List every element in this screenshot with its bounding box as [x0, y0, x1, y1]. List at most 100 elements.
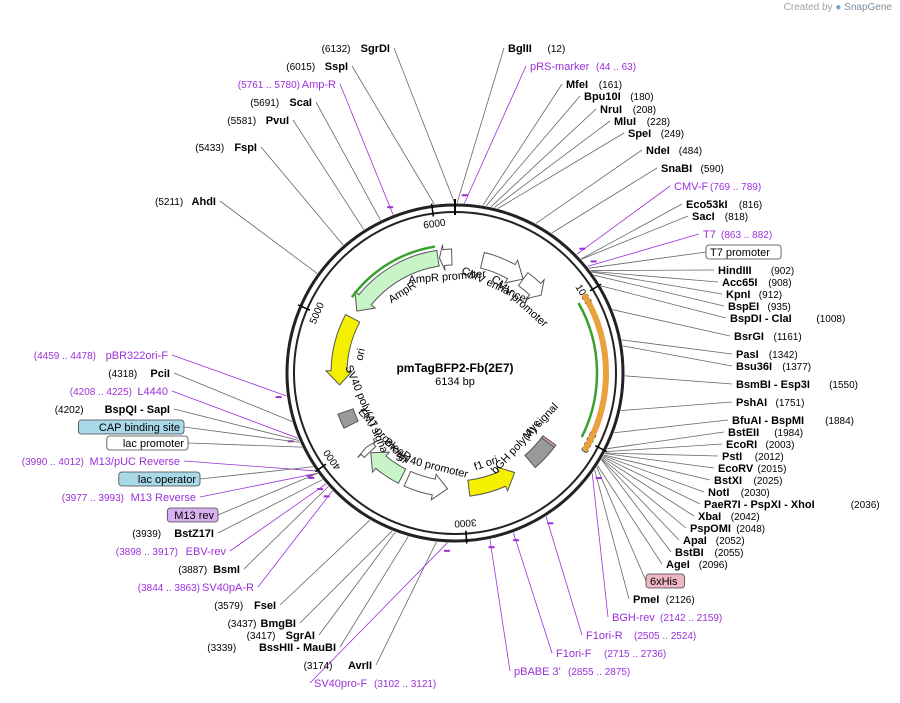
site-label-cap-binding-site[interactable]: CAP binding site [78, 419, 185, 435]
site-label-psti[interactable]: PstI(2012) [722, 451, 784, 463]
label-coord: (1008) [816, 314, 845, 325]
site-label-sv40pro-f[interactable]: SV40pro-F(3102 .. 3121) [314, 678, 436, 690]
label-coord: (3844 .. 3863) [138, 583, 200, 594]
site-label-apai[interactable]: ApaI(2052) [683, 535, 745, 547]
feature-ampr[interactable] [354, 249, 440, 312]
site-label-mlui[interactable]: MluI(228) [614, 116, 670, 128]
site-label-bspqi-sapi[interactable]: BspQI - SapI(4202) [55, 404, 170, 416]
site-label-t7[interactable]: T7(863 .. 882) [703, 229, 772, 241]
site-label-bstbi[interactable]: BstBI(2055) [675, 547, 743, 559]
site-label-bsteii[interactable]: BstEII(1984) [728, 427, 803, 439]
site-label-bspei[interactable]: BspEI(935) [728, 301, 791, 313]
feature-sv40-poly-a-signal[interactable] [337, 408, 359, 429]
site-label-mfei[interactable]: MfeI(161) [566, 79, 622, 91]
site-label-scai[interactable]: ScaI(5691) [250, 97, 312, 109]
site-label-m13-rev[interactable]: M13 rev [166, 507, 219, 523]
site-label-prs-marker[interactable]: pRS-marker(44 .. 63) [530, 61, 636, 73]
site-label-spei[interactable]: SpeI(249) [628, 128, 684, 140]
leader-line [600, 459, 672, 553]
site-label-f1ori-f[interactable]: F1ori-F(2715 .. 2736) [556, 648, 666, 660]
site-label-hindiii[interactable]: HindIII(902) [718, 265, 794, 277]
feature-em7-promoter[interactable] [357, 440, 378, 459]
site-label-f1ori-r[interactable]: F1ori-R(2505 .. 2524) [586, 630, 696, 642]
site-label-pmei[interactable]: PmeI(2126) [633, 594, 695, 606]
site-label-xbai[interactable]: XbaI(2042) [698, 511, 760, 523]
site-label-pbr322ori-f[interactable]: pBR322ori-F(4459 .. 4478) [34, 350, 169, 362]
site-label-bsshii-maubi[interactable]: BssHII - MauBI(3339) [207, 642, 336, 654]
orf-band-arc [581, 292, 609, 453]
site-label-pspomi[interactable]: PspOMI(2048) [690, 523, 765, 535]
label-coord: (2142 .. 2159) [660, 613, 722, 624]
label-coord: (3339) [207, 643, 236, 654]
site-label-ndei[interactable]: NdeI(484) [646, 145, 702, 157]
site-label-sgrai[interactable]: SgrAI(3417) [247, 630, 315, 642]
feature-bgh-poly-a-signal[interactable] [524, 436, 556, 469]
site-label-sspi[interactable]: SspI(6015) [286, 61, 348, 73]
feature-ori[interactable] [324, 313, 361, 386]
feature-sv40-promoter[interactable] [403, 470, 449, 501]
site-label-pshai[interactable]: PshAI(1751) [736, 397, 804, 409]
site-label-bsrgi[interactable]: BsrGI(1161) [734, 331, 802, 343]
site-label-eco53ki[interactable]: Eco53kI(816) [686, 199, 762, 211]
site-label-lac-operator[interactable]: lac operator [118, 471, 201, 487]
site-label-pasi[interactable]: PasI(1342) [736, 349, 798, 361]
feature-myc[interactable] [540, 435, 557, 448]
site-label-snabi[interactable]: SnaBI(590) [661, 163, 724, 175]
site-label-sv40pa-r[interactable]: SV40pA-R(3844 .. 3863) [138, 582, 254, 594]
site-label-t7-promoter[interactable]: T7 promoter [705, 244, 782, 260]
label-box [106, 435, 189, 451]
label-box [705, 244, 782, 260]
site-label-ecorv[interactable]: EcoRV(2015) [718, 463, 786, 475]
label-text: lac promoter [123, 438, 184, 450]
site-label-sgrdi[interactable]: SgrDI(6132) [322, 43, 390, 55]
site-label-ebv-rev[interactable]: EBV-rev(3898 .. 3917) [116, 546, 227, 558]
site-label-nrui[interactable]: NruI(208) [600, 104, 656, 116]
feature-cmv-promoter[interactable] [517, 271, 545, 300]
label-coord: (769 .. 789) [710, 182, 761, 193]
site-label-bmgbi[interactable]: BmgBI(3437) [228, 618, 296, 630]
site-label-fsei[interactable]: FseI(3579) [214, 600, 276, 612]
site-label-pcii[interactable]: PciI(4318) [108, 368, 170, 380]
site-label-cmv-f[interactable]: CMV-F(769 .. 789) [674, 181, 761, 193]
label-text: CMV-F [674, 181, 709, 193]
site-label-pvui[interactable]: PvuI(5581) [227, 115, 289, 127]
site-label-kpni[interactable]: KpnI(912) [726, 289, 782, 301]
site-label-6xhis[interactable]: 6xHis [645, 573, 685, 589]
feature-ampr-promoter[interactable] [438, 244, 453, 271]
leader-line [535, 149, 643, 224]
leader-line [339, 83, 394, 215]
site-label-fspi[interactable]: FspI(5433) [195, 142, 257, 154]
label-coord: (4459 .. 4478) [34, 351, 96, 362]
site-label-bpu10i[interactable]: Bpu10I(180) [584, 91, 654, 103]
feature-f1-ori[interactable] [467, 466, 516, 497]
site-label-saci[interactable]: SacI(818) [692, 211, 748, 223]
site-label-paer7i-pspxi-xhoi[interactable]: PaeR7I - PspXI - XhoI(2036) [704, 499, 880, 511]
site-label-bgh-rev[interactable]: BGH-rev (2142 .. 2159) [612, 612, 722, 624]
label-text: BGH-rev [612, 612, 655, 624]
site-label-l4440[interactable]: L4440(4208 .. 4225) [70, 386, 168, 398]
label-text: BstXI [714, 475, 742, 487]
feature-cmv-enhancer[interactable] [479, 251, 524, 284]
label-coord: (5211) [155, 197, 183, 208]
site-label-m13-reverse[interactable]: M13 Reverse(3977 .. 3993) [62, 492, 196, 504]
site-label-bglii[interactable]: BglII(12) [508, 43, 565, 55]
site-label-bstz17i[interactable]: BstZ17I(3939) [132, 528, 214, 540]
site-label-ecori[interactable]: EcoRI(2003) [726, 439, 794, 451]
site-label-avrii[interactable]: AvrII(3174) [304, 660, 372, 672]
site-label-bsmi[interactable]: BsmI(3887) [178, 564, 240, 576]
site-label-bfuai-bspmi[interactable]: BfuAI - BspMI(1884) [732, 415, 854, 427]
site-label-bstxi[interactable]: BstXI(2025) [714, 475, 782, 487]
site-label-bsu36i[interactable]: Bsu36I(1377) [736, 361, 811, 373]
site-label-agei[interactable]: AgeI(2096) [666, 559, 728, 571]
site-label-acc65i[interactable]: Acc65I(908) [722, 277, 792, 289]
site-label-lac-promoter[interactable]: lac promoter [106, 435, 189, 451]
site-label-bsmbi-esp3i[interactable]: BsmBI - Esp3I(1550) [736, 379, 858, 391]
site-label-ahdi[interactable]: AhdI(5211) [155, 196, 216, 208]
site-label-amp-r[interactable]: Amp-R(5761 .. 5780) [238, 79, 336, 91]
site-label-pbabe-3-[interactable]: pBABE 3'(2855 .. 2875) [514, 666, 630, 678]
site-label-noti[interactable]: NotI(2030) [708, 487, 770, 499]
label-coord: (816) [739, 200, 762, 211]
site-label-m13-puc-reverse[interactable]: M13/pUC Reverse(3990 .. 4012) [22, 456, 180, 468]
feature-bleor[interactable] [370, 451, 407, 484]
site-label-bspdi-clai[interactable]: BspDI - ClaI(1008) [730, 313, 845, 325]
